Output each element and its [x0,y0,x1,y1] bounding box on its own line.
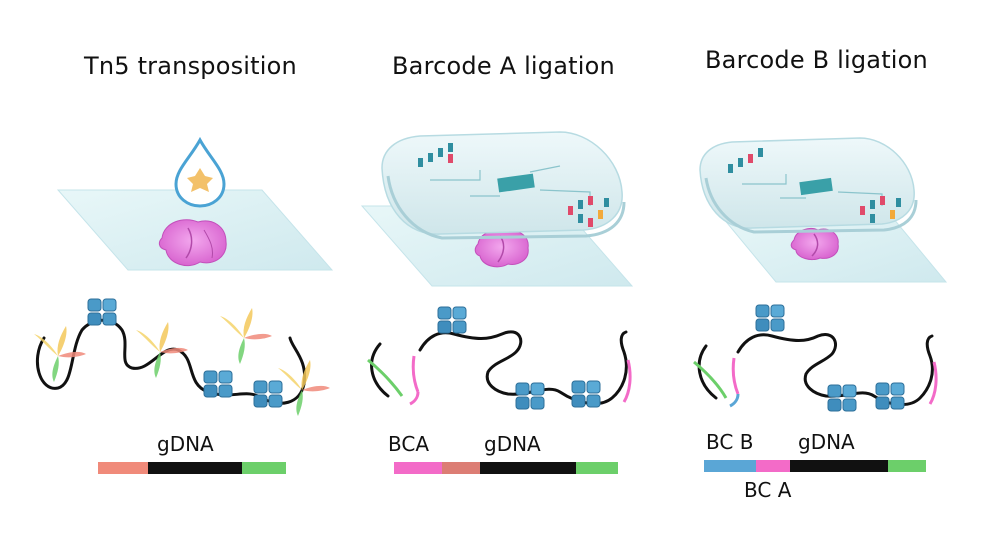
adapter-segment [98,462,148,474]
tn5-enzyme-icon [875,382,905,410]
panel-2-title: Barcode A ligation [392,52,615,80]
barcode-b-segment [704,460,756,472]
tn5-enzyme-icon [755,304,785,332]
gdna-label: gDNA [484,432,541,456]
adapter-segment [242,462,286,474]
barcode-a-segment [756,460,790,472]
gdna-segment [148,462,242,474]
tn5-enzyme-icon [515,382,545,410]
gdna-label: gDNA [157,432,214,456]
panel-1-title: Tn5 transposition [84,52,297,80]
barcode-a-label: BC A [744,478,792,502]
panel-3-dna-strand [693,333,938,408]
adapter-segment [888,460,926,472]
adapter-segment [442,462,480,474]
tn5-enzyme-icon [437,306,467,334]
adapter-segment [576,462,618,474]
microfluidic-chip-icon [699,137,918,234]
tn5-enzyme-icon [253,380,283,408]
microfluidic-chip-icon [381,131,626,240]
tissue-section-icon [790,227,839,261]
barcode-a-segment [394,462,442,474]
panel-3-title: Barcode B ligation [705,46,928,74]
barcode-a-label: BCA [388,432,430,456]
tissue-section-icon [158,219,227,266]
tn5-enzyme-icon [827,384,857,412]
gdna-segment [480,462,576,474]
barcode-b-label: BC B [706,430,754,454]
droplet-icon [174,136,226,208]
tn5-adapter-icon [220,308,272,364]
gdna-label: gDNA [798,430,855,454]
gdna-segment [790,460,888,472]
panel-1-dna-strand [35,318,307,405]
panel-2-dna-strand [367,330,632,406]
tn5-adapter-icon [136,322,188,378]
